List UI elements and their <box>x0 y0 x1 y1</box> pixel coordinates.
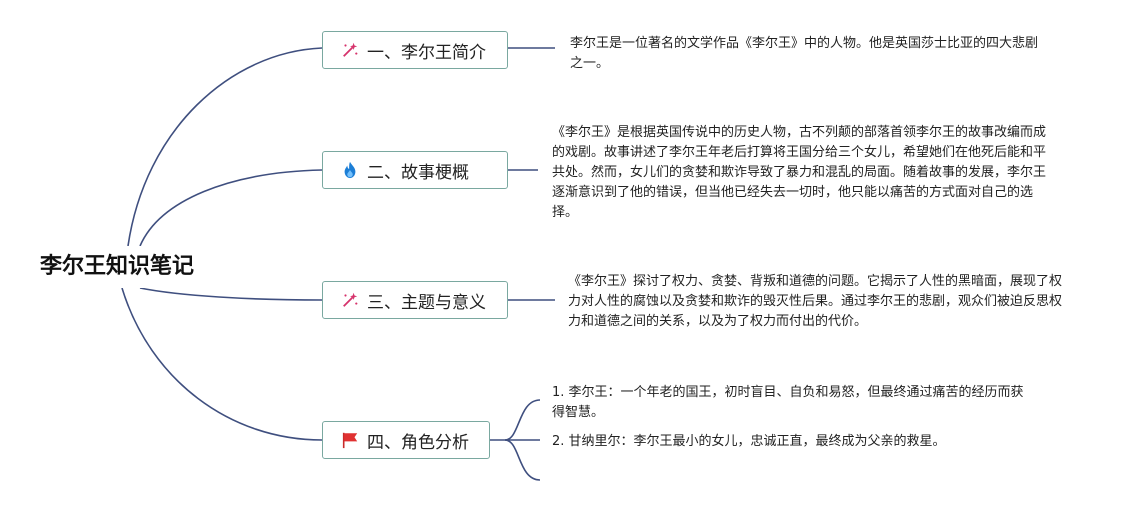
fire-icon <box>344 161 356 179</box>
note-intro: 李尔王是一位著名的文学作品《李尔王》中的人物。他是英国莎士比亚的四大悲剧之一。 <box>570 36 1039 71</box>
topic-intro[interactable]: 一、李尔王简介 <box>322 31 508 69</box>
topic-theme[interactable]: 三、主题与意义 <box>322 281 508 319</box>
note-character-lear: 1. 李尔王：一个年老的国王，初时盲目、自负和易怒，但最终通过痛苦的经历而获得智… <box>552 385 1024 420</box>
red-flag-icon <box>342 432 358 449</box>
link-char3 <box>504 439 541 481</box>
note-theme: 《李尔王》探讨了权力、贪婪、背叛和道德的问题。它揭示了人性的黑暗面，展现了权力对… <box>568 274 1063 329</box>
link-root-topic2 <box>139 169 323 247</box>
topic-plot[interactable]: 二、故事梗概 <box>322 151 508 189</box>
magic-wand-icon <box>343 292 358 307</box>
topic-characters-label: 四、角色分析 <box>367 432 469 453</box>
topic-characters[interactable]: 四、角色分析 <box>322 421 490 459</box>
magic-wand-icon <box>343 42 358 57</box>
root-topic[interactable]: 李尔王知识笔记 <box>28 246 218 288</box>
topic-plot-label: 二、故事梗概 <box>367 162 469 183</box>
link-root-topic1 <box>127 47 323 247</box>
topic-intro-label: 一、李尔王简介 <box>367 42 486 63</box>
link-root-topic4 <box>121 287 323 441</box>
link-char1 <box>504 399 541 441</box>
link-root-topic3 <box>139 287 323 301</box>
note-plot: 《李尔王》是根据英国传说中的历史人物，古不列颠的部落首领李尔王的故事改编而成的戏… <box>552 125 1047 220</box>
topic-theme-label: 三、主题与意义 <box>367 292 486 313</box>
note-character-cordelia: 2. 甘纳里尔：李尔王最小的女儿，忠诚正直，最终成为父亲的救星。 <box>552 434 946 449</box>
